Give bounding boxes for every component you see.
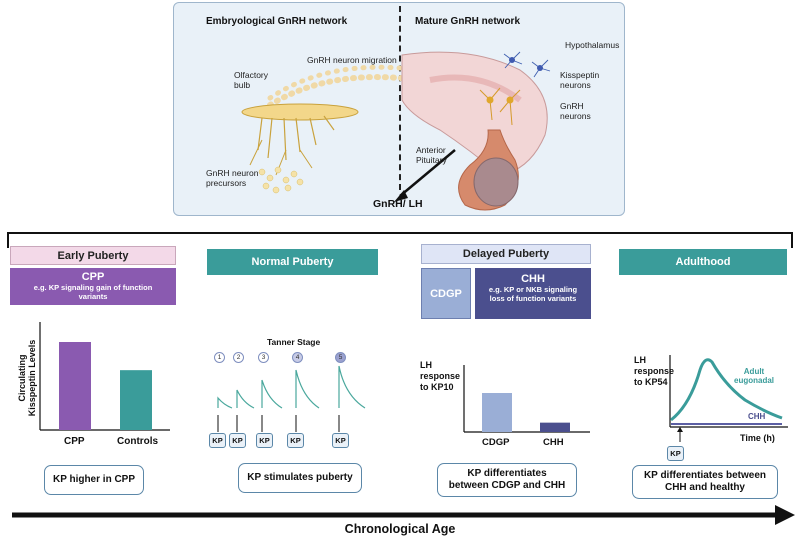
bar-chh: [540, 422, 570, 432]
cdgp-xlabel: CDGP: [482, 437, 510, 448]
cdgp-box: CDGP: [421, 268, 471, 319]
kp-box-5: KP: [332, 433, 349, 448]
kp-box-4: KP: [287, 433, 304, 448]
normal-callout: KP stimulates puberty: [238, 463, 362, 493]
lh-pulse-2: [236, 389, 255, 409]
lh-pulse-3: [261, 379, 283, 409]
chh-series-label: CHH: [748, 412, 766, 421]
lh-pulse-4: [295, 369, 320, 409]
kp-box-2: KP: [229, 433, 246, 448]
kp-box-1: KP: [209, 433, 226, 448]
lh-pulse-1: [217, 396, 233, 409]
stage-4: 4: [292, 352, 303, 363]
adult-kp-box: KP: [667, 446, 684, 461]
stage-3: 3: [258, 352, 269, 363]
chronological-age-label: Chronological Age: [344, 522, 456, 536]
early-puberty-header: Early Puberty: [10, 246, 176, 265]
hypothalamus-label: Hypothalamus: [565, 40, 620, 50]
gnrh-lh-label: GnRH/ LH: [373, 198, 423, 210]
controls-xlabel: Controls: [117, 436, 159, 447]
bar-controls: [120, 370, 152, 430]
migration-label: GnRH neuron migration: [307, 55, 397, 65]
stage-2: 2: [233, 352, 244, 363]
kp-box-3: KP: [256, 433, 273, 448]
bar-cpp: [59, 342, 91, 430]
adult-eugonadal-curve: [670, 358, 783, 422]
chh-xlabel: CHH: [543, 437, 564, 448]
cpp-xlabel: CPP: [64, 436, 85, 447]
delayed-puberty-header: Delayed Puberty: [421, 244, 591, 264]
normal-puberty-header: Normal Puberty: [207, 249, 378, 275]
early-callout: KP higher in CPP: [44, 465, 144, 495]
mature-title: Mature GnRH network: [415, 16, 521, 27]
lh-pulse-5: [338, 365, 366, 409]
panel-divider: [399, 6, 401, 190]
embryo-title: Embryological GnRH network: [206, 16, 348, 27]
tanner-stage-label: Tanner Stage: [267, 337, 321, 347]
bar-cdgp: [482, 393, 512, 432]
stage-1: 1: [214, 352, 225, 363]
adulthood-header: Adulthood: [619, 249, 787, 275]
stage-5: 5: [335, 352, 346, 363]
time-xlabel: Time (h): [740, 433, 775, 443]
